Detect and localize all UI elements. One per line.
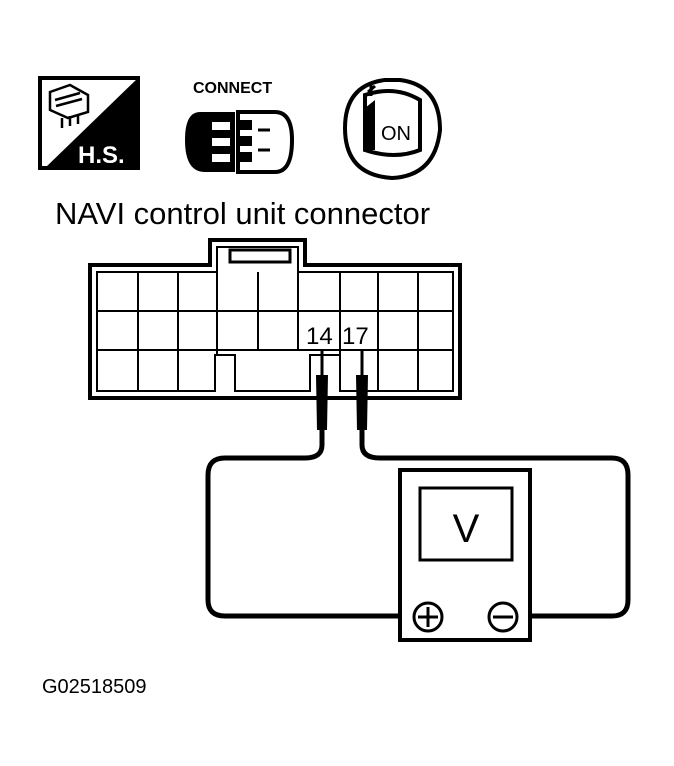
- terminal-14-label: 14: [306, 323, 333, 350]
- harness-side-icon: H.S.: [38, 76, 140, 170]
- probe-negative: [356, 350, 368, 430]
- probe-positive: [316, 350, 328, 430]
- wire-positive: [205, 430, 408, 619]
- connect-icon: CONNECT: [185, 80, 295, 174]
- navi-connector: [88, 238, 462, 400]
- connector-title: NAVI control unit connector: [55, 196, 430, 231]
- harness-side-label: H.S.: [78, 142, 125, 169]
- figure-code: G02518509: [42, 676, 147, 698]
- connector-plug-icon: [48, 83, 90, 128]
- ignition-on-label: ON: [381, 123, 411, 145]
- connect-label: CONNECT: [193, 80, 272, 97]
- voltmeter-unit: V: [453, 507, 480, 551]
- voltmeter-display: [418, 486, 514, 562]
- terminal-17-label: 17: [342, 323, 369, 350]
- wire-negative: [359, 430, 631, 619]
- ignition-switch-icon: ON: [342, 78, 443, 181]
- voltmeter: V: [398, 468, 532, 642]
